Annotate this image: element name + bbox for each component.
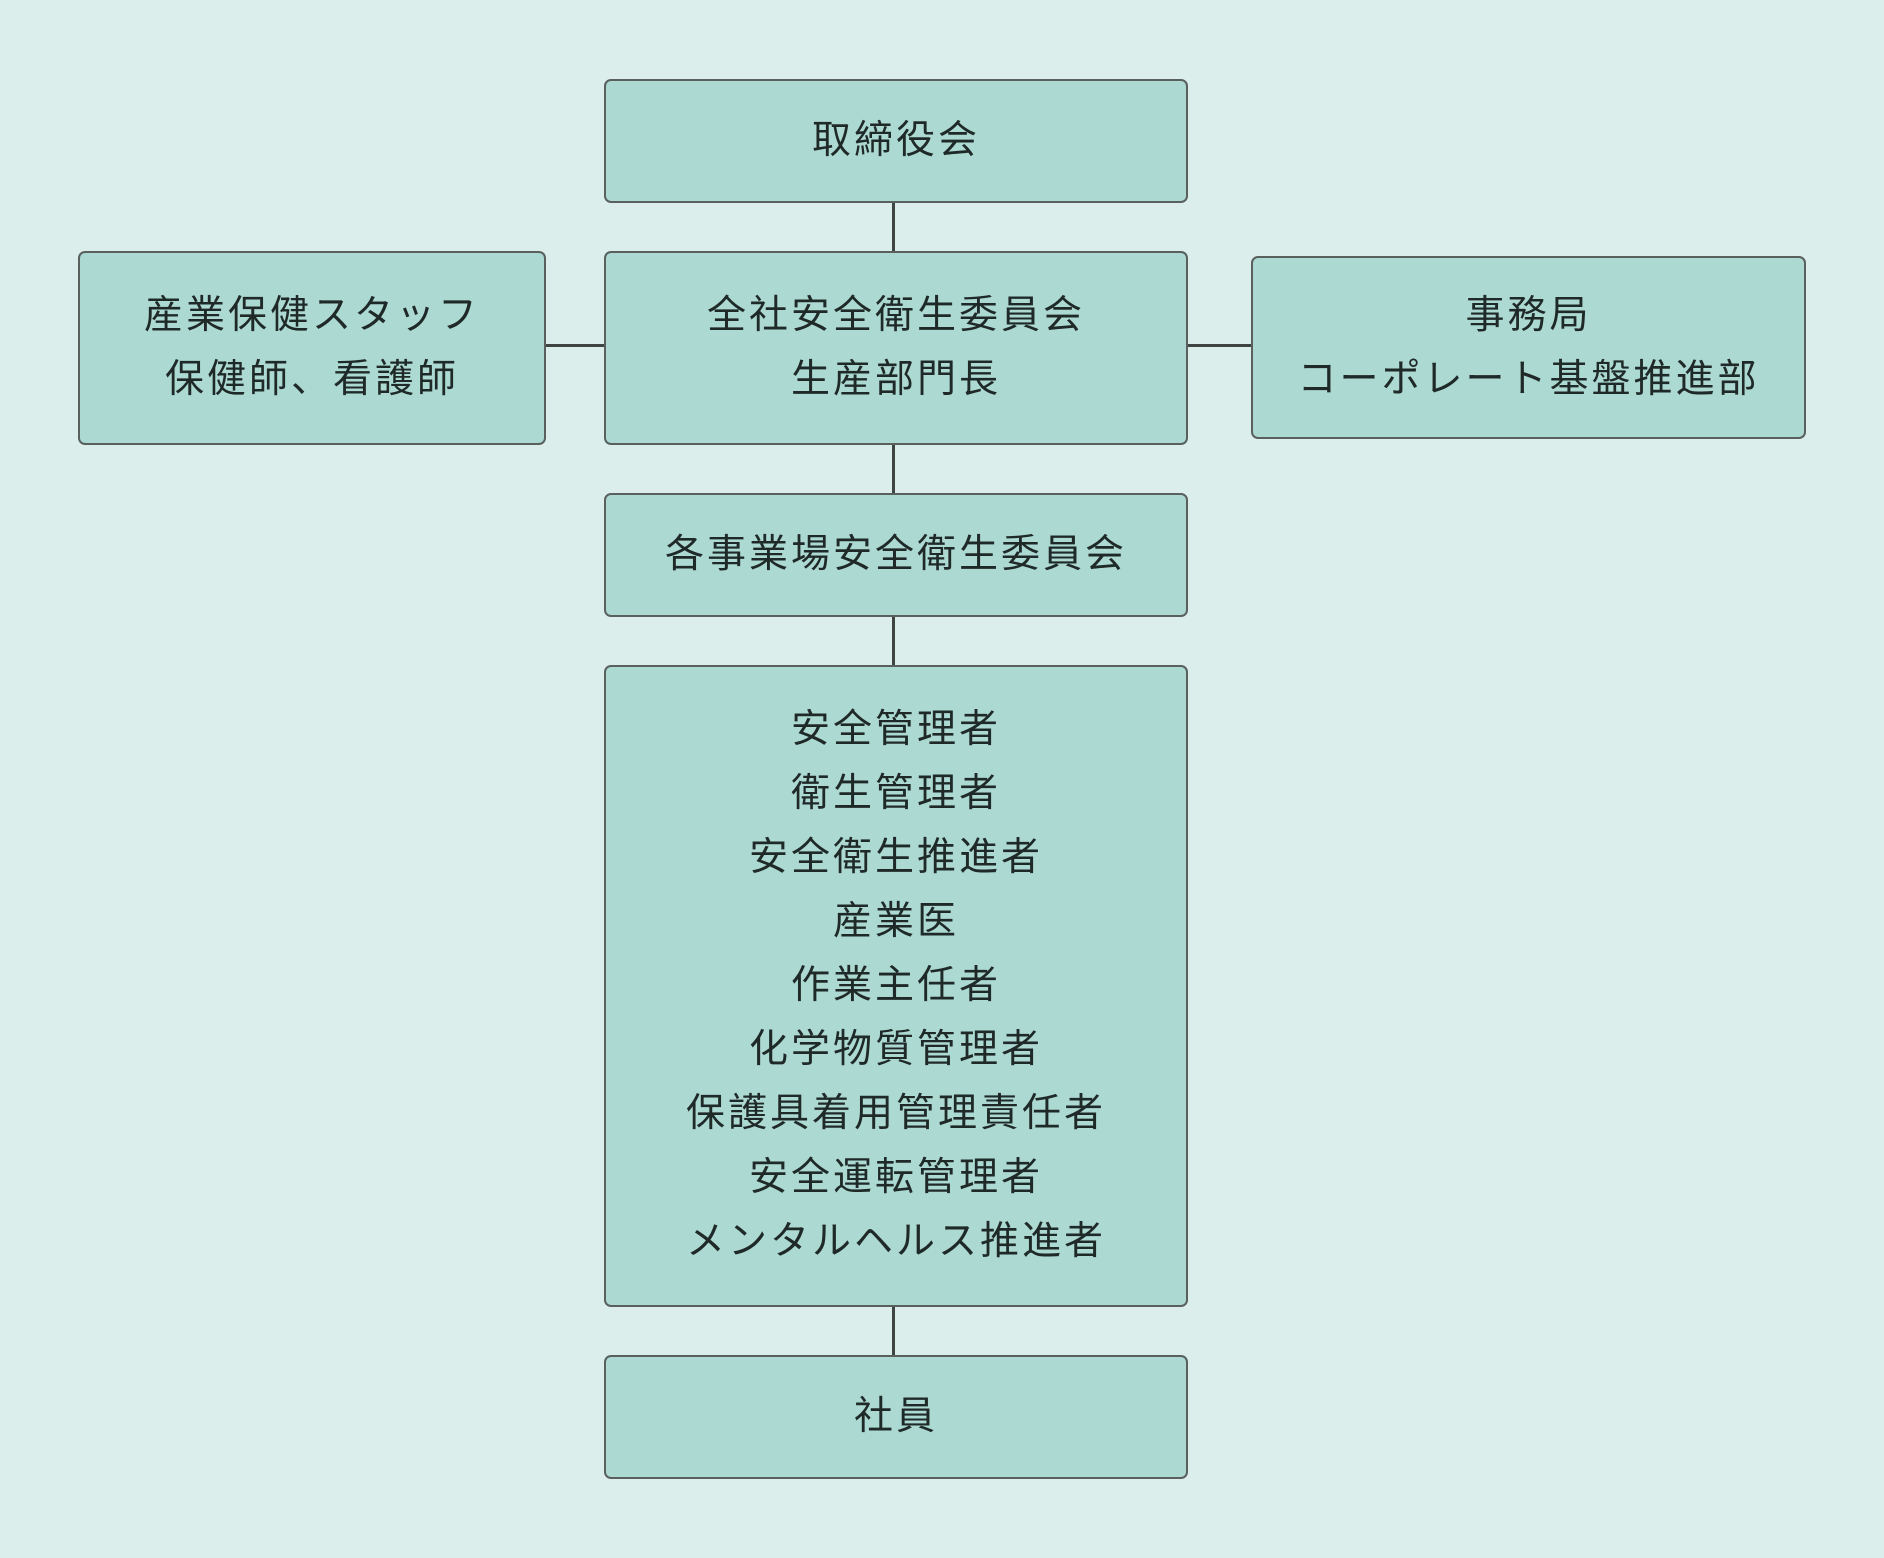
connector-site-to-managers — [892, 616, 895, 666]
node-text-line: 作業主任者 — [790, 963, 1001, 1008]
node-text-line: 衛生管理者 — [790, 771, 1001, 816]
health-staff-node: 産業保健スタッフ保健師、看護師 — [78, 251, 546, 445]
board-node: 取締役会 — [604, 79, 1188, 203]
site-committee-node: 各事業場安全衛生委員会 — [604, 493, 1188, 617]
node-text-line: 事務局 — [1465, 292, 1592, 338]
secretariat-node: 事務局コーポレート基盤推進部 — [1251, 256, 1806, 439]
node-text-line: 産業医 — [832, 899, 959, 944]
connector-managers-to-employees — [892, 1306, 895, 1356]
connector-board-to-committee — [892, 202, 895, 252]
node-text-line: 社員 — [853, 1394, 938, 1439]
node-text-line: コーポレート基盤推進部 — [1297, 356, 1760, 402]
node-text-line: 安全衛生推進者 — [748, 835, 1043, 880]
node-text-line: 化学物質管理者 — [748, 1027, 1043, 1072]
company-committee-node: 全社安全衛生委員会生産部門長 — [604, 251, 1188, 445]
node-text-line: メンタルヘルス推進者 — [685, 1219, 1106, 1264]
node-text-line: 保健師、看護師 — [164, 357, 459, 402]
connector-committee-to-secretariat — [1187, 344, 1252, 347]
node-text-line: 取締役会 — [811, 118, 980, 163]
node-text-line: 安全運転管理者 — [748, 1155, 1043, 1200]
node-text-line: 各事業場安全衛生委員会 — [664, 532, 1127, 577]
managers-node: 安全管理者衛生管理者安全衛生推進者産業医作業主任者化学物質管理者保護具着用管理責… — [604, 665, 1188, 1307]
node-text-line: 産業保健スタッフ — [143, 293, 480, 338]
node-text-line: 生産部門長 — [790, 357, 1001, 402]
connector-staff-to-committee — [545, 344, 605, 347]
node-text-line: 全社安全衛生委員会 — [706, 293, 1085, 338]
node-text-line: 保護具着用管理責任者 — [685, 1091, 1106, 1136]
node-text-line: 安全管理者 — [790, 707, 1001, 752]
connector-committee-to-site — [892, 444, 895, 494]
employees-node: 社員 — [604, 1355, 1188, 1479]
